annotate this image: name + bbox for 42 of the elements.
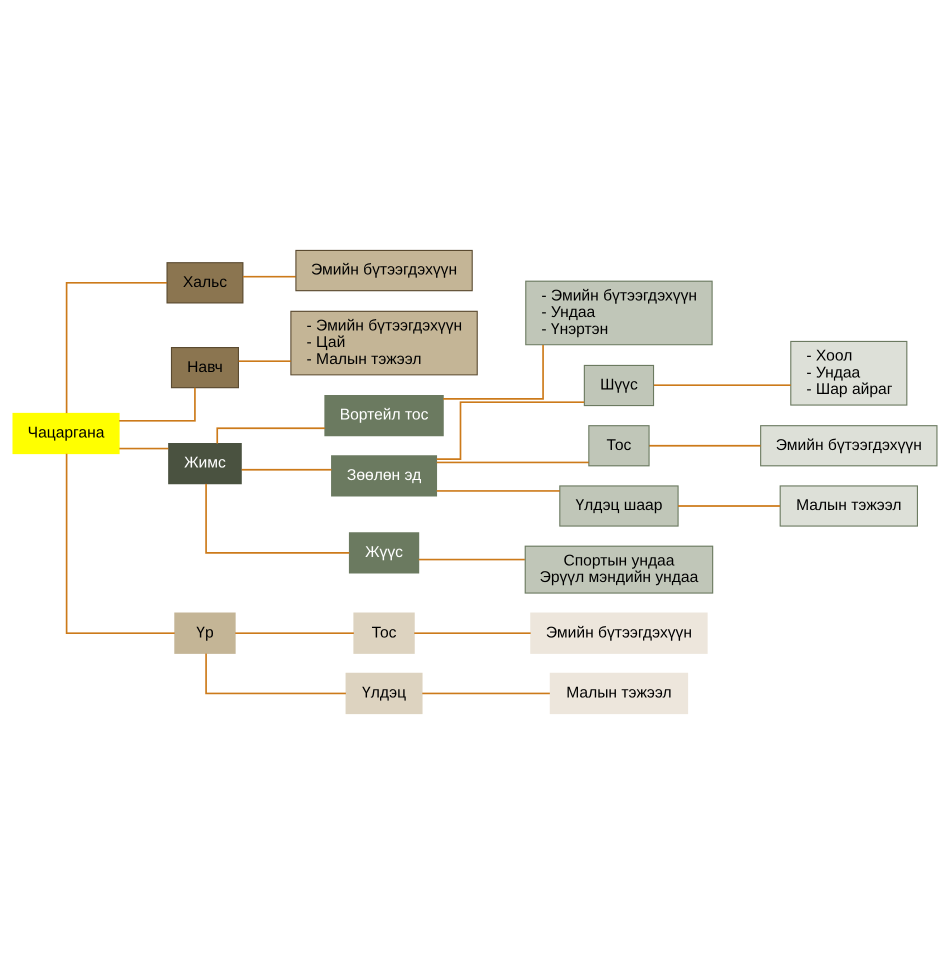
connector <box>422 692 550 694</box>
connector <box>436 490 560 492</box>
node-box: Малын тэжээл <box>780 485 918 527</box>
node-box: Эмийн бүтээгдэхүүн <box>295 250 473 292</box>
node-box: Үлдэц шаар <box>559 485 679 527</box>
node-box: Чацаргана <box>12 412 120 454</box>
connector <box>678 505 780 507</box>
node-box: Үлдэц <box>346 672 423 714</box>
node-box: Малын тэжээл <box>550 672 688 714</box>
node-box: Зөөлөн эд <box>331 455 438 496</box>
node-box: Үр <box>174 612 236 654</box>
node-box: Навч <box>170 346 239 388</box>
connector <box>414 632 531 634</box>
connector <box>654 384 791 386</box>
node-box: Жимс <box>168 442 242 484</box>
connector <box>205 484 350 554</box>
node-box: Эмийн бүтээгдэхүүн <box>530 612 708 654</box>
node-box: Жүүс <box>348 532 420 574</box>
connector <box>242 468 332 471</box>
connector <box>66 282 167 414</box>
connector <box>119 388 196 422</box>
connector <box>443 344 544 400</box>
node-box: Вортейл тос <box>324 394 444 436</box>
connector <box>238 360 291 362</box>
node-box: - Эмийн бүтээгдэхүүн - Цай - Малын тэжээл <box>290 310 478 376</box>
connector <box>205 654 346 694</box>
node-box: Спортын ундаа Эрүүл мэндийн ундаа <box>524 546 714 594</box>
connector <box>436 462 589 464</box>
connector <box>242 276 296 278</box>
connector <box>66 454 175 634</box>
node-box: Хальс <box>166 262 244 304</box>
node-box: Тос <box>353 612 415 654</box>
node-box: - Эмийн бүтээгдэхүүн - Ундаа - Үнэртэн <box>525 280 713 346</box>
node-box: Шүүс <box>584 364 654 406</box>
connector <box>436 401 584 460</box>
node-box: Эмийн бүтээгдэхүүн <box>760 425 938 466</box>
node-box: Тос <box>588 425 650 466</box>
connector <box>119 448 168 450</box>
connector <box>235 632 354 634</box>
connector <box>418 558 525 560</box>
connector <box>649 444 761 447</box>
node-box: - Хоол - Ундаа - Шар айраг <box>790 340 908 406</box>
